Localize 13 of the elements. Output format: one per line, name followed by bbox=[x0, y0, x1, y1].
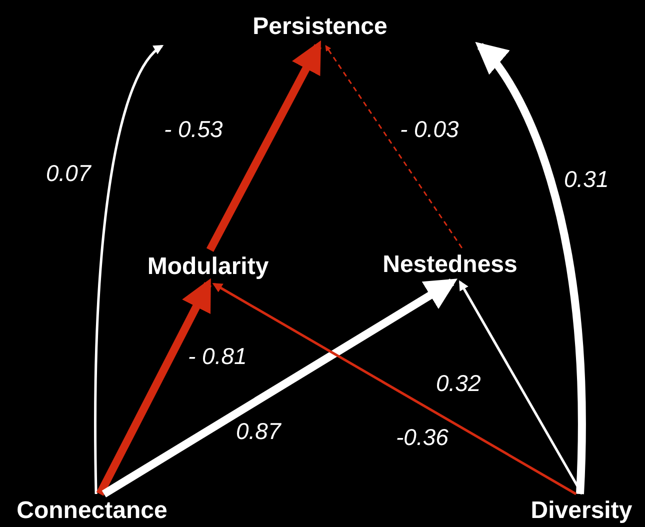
arrow bbox=[325, 45, 463, 248]
arrow bbox=[94, 44, 164, 494]
node-label: Connectance bbox=[16, 498, 168, 522]
arrow bbox=[96, 278, 212, 496]
node-label: Nestedness bbox=[382, 253, 518, 277]
arrow bbox=[459, 280, 584, 495]
node-label: Persistence bbox=[252, 15, 388, 39]
arrow bbox=[206, 40, 322, 252]
node-label: Diversity bbox=[530, 498, 632, 522]
node-label: Modularity bbox=[147, 255, 269, 279]
arrow bbox=[212, 282, 577, 496]
arrow bbox=[476, 41, 586, 494]
arrow bbox=[102, 278, 458, 498]
